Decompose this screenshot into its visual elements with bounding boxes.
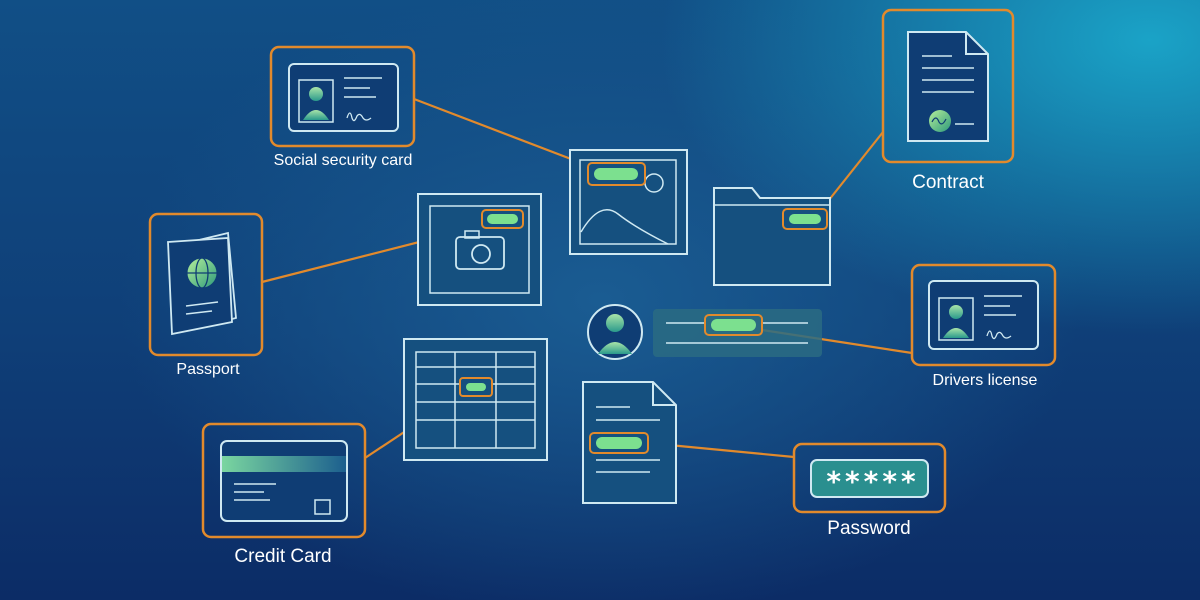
text-field-icon bbox=[653, 309, 822, 357]
label-credit-card: Credit Card bbox=[234, 546, 332, 567]
sensitive-token bbox=[466, 383, 486, 391]
drivers-license-box bbox=[910, 263, 1057, 367]
sensitive-token bbox=[487, 214, 518, 224]
credit-card-icon bbox=[220, 440, 348, 522]
passport-icon bbox=[167, 231, 237, 336]
sensitive-token bbox=[711, 319, 756, 331]
user-avatar-icon bbox=[587, 304, 643, 360]
label-social-security-card: Social security card bbox=[273, 152, 413, 169]
camera-icon bbox=[455, 230, 505, 270]
social-security-card-box bbox=[269, 45, 416, 148]
sensitive-token bbox=[594, 168, 638, 180]
folder-icon bbox=[713, 187, 831, 286]
password-box bbox=[792, 442, 947, 514]
label-contract: Contract bbox=[912, 172, 984, 193]
label-passport: Passport bbox=[176, 361, 240, 378]
credit-card-box bbox=[201, 422, 367, 539]
sensitive-token bbox=[789, 214, 821, 224]
password-field-icon bbox=[810, 459, 929, 498]
drivers-license-icon bbox=[928, 280, 1039, 350]
contract-icon bbox=[907, 31, 989, 142]
sensitive-token bbox=[596, 437, 642, 449]
label-drivers-license: Drivers license bbox=[932, 372, 1038, 389]
spreadsheet-icon bbox=[403, 338, 548, 461]
id-card-icon bbox=[288, 63, 399, 132]
document-icon bbox=[582, 381, 677, 504]
connector-ssn bbox=[413, 97, 593, 169]
contract-box bbox=[881, 8, 1015, 164]
image-file-icon bbox=[569, 149, 688, 255]
label-password: Password bbox=[827, 518, 911, 539]
password-value: ***** bbox=[826, 465, 920, 498]
passport-box bbox=[148, 212, 264, 357]
camera-photo-icon bbox=[417, 193, 542, 306]
connector-contract bbox=[820, 131, 884, 211]
